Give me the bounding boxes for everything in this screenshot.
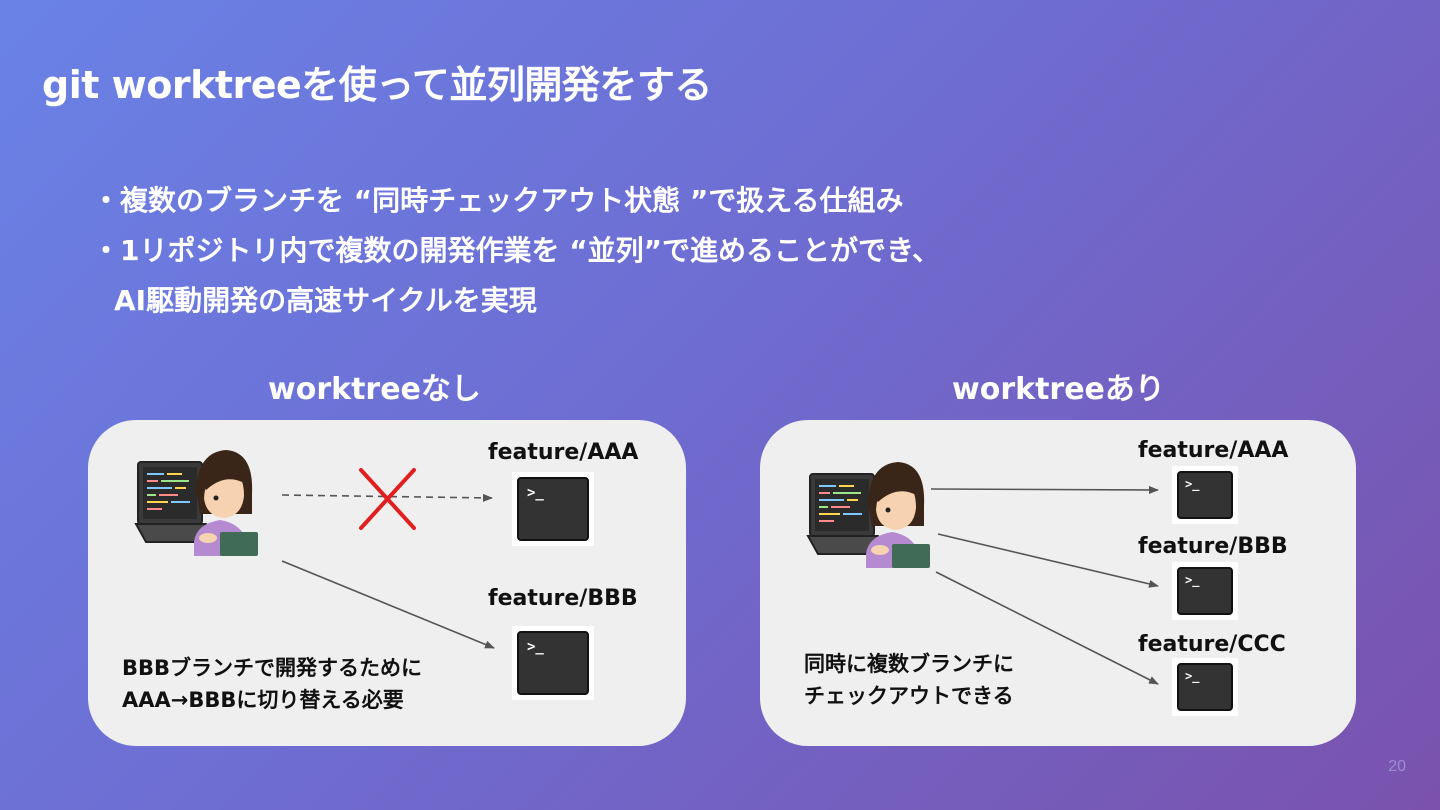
- caption-line: チェックアウトできる: [804, 684, 1014, 708]
- terminal-icon: >_: [512, 626, 594, 700]
- slide-title: git worktreeを使って並列開発をする: [42, 63, 712, 107]
- bullet-item: ・複数のブランチを “同時チェックアウト状態 ”で扱える仕組み: [92, 184, 904, 217]
- developer-icon: [134, 450, 258, 556]
- prompt-text: >_: [1185, 573, 1200, 587]
- prompt-text: >_: [527, 639, 544, 655]
- branch-label-bbb: feature/BBB: [1138, 534, 1288, 559]
- caption-line: AAA→BBBに切り替える必要: [122, 688, 404, 712]
- terminal-icon: >_: [1172, 466, 1238, 524]
- prompt-text: >_: [1185, 669, 1200, 683]
- terminal-icon: >_: [1172, 658, 1238, 716]
- terminal-icon: >_: [512, 472, 594, 546]
- heading-without-worktree: worktreeなし: [268, 372, 481, 407]
- bullet-item-continuation: AI駆動開発の高速サイクルを実現: [114, 284, 537, 317]
- page-number: 20: [1388, 758, 1406, 775]
- caption-line: BBBブランチで開発するために: [122, 656, 423, 680]
- caption-with-worktree: 同時に複数ブランチに チェックアウトできる: [804, 648, 1014, 712]
- terminal-icon: >_: [1172, 562, 1238, 620]
- branch-label-aaa: feature/AAA: [488, 440, 639, 465]
- caption-without-worktree: BBBブランチで開発するために AAA→BBBに切り替える必要: [122, 652, 422, 716]
- caption-line: 同時に複数ブランチに: [804, 652, 1014, 676]
- developer-icon: [806, 462, 930, 568]
- bullet-list: ・複数のブランチを “同時チェックアウト状態 ”で扱える仕組み ・1リポジトリ内…: [92, 176, 940, 326]
- branch-label-ccc: feature/CCC: [1138, 632, 1286, 657]
- prompt-text: >_: [527, 485, 544, 501]
- bullet-item: ・1リポジトリ内で複数の開発作業を “並列”で進めることができ、: [92, 234, 941, 267]
- heading-with-worktree: worktreeあり: [952, 372, 1165, 407]
- branch-label-bbb: feature/BBB: [488, 586, 638, 611]
- branch-label-aaa: feature/AAA: [1138, 438, 1289, 463]
- prompt-text: >_: [1185, 477, 1200, 491]
